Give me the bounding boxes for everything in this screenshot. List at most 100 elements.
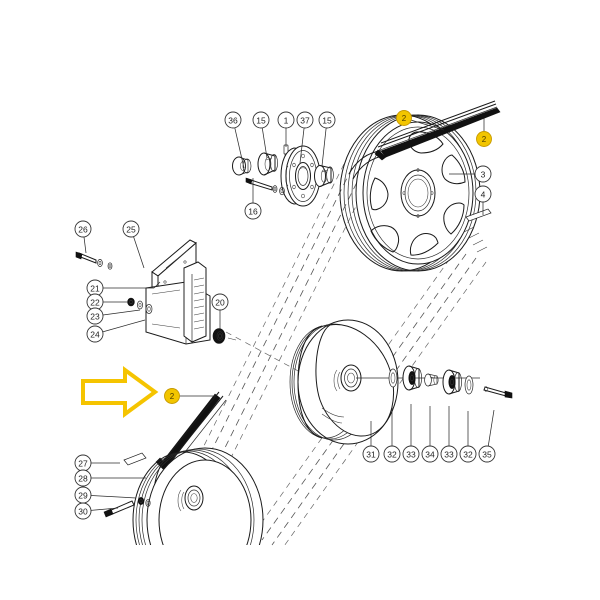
callout-label: 20 [215,297,225,307]
callout-4[interactable]: 4 [474,185,492,203]
callout-2-highlighted[interactable]: 2 [396,110,412,126]
callout-label: 26 [78,224,88,234]
part-washer-32-a [388,368,398,388]
callout-32[interactable]: 32 [383,445,401,463]
callout-label: 2 [482,135,487,144]
part-washer-32-b [464,375,474,395]
part-bearing-33-a [402,365,422,391]
part-bearing-33-b [442,369,462,395]
center-pulley-group [289,319,513,445]
callout-32[interactable]: 32 [459,445,477,463]
callout-22[interactable]: 22 [86,293,104,311]
callout-label: 23 [90,311,100,321]
callout-circle [476,131,492,147]
part-bolt-30 [103,500,135,518]
callout-16[interactable]: 16 [244,202,262,220]
callout-15[interactable]: 15 [318,111,336,129]
callout-27[interactable]: 27 [74,454,92,472]
callout-label: 16 [248,206,258,216]
lower-pulley-group [132,447,264,545]
leader-line-24 [102,319,146,333]
callout-label: 28 [78,473,88,483]
leader-line-36 [234,127,245,169]
callout-circle [122,220,140,238]
callout-30[interactable]: 30 [74,502,92,520]
callout-label: 31 [366,449,376,459]
hub-assembly-group [232,144,334,207]
callout-1[interactable]: 1 [277,111,295,129]
callout-29[interactable]: 29 [74,486,92,504]
leader-line-25 [133,236,145,269]
callout-circle [86,325,104,343]
leader-line-15 [261,127,268,159]
callout-33[interactable]: 33 [402,445,420,463]
callout-circle [459,445,477,463]
part-guide-ribs [183,261,207,343]
leader-line-30 [90,507,119,511]
callout-35[interactable]: 35 [478,445,496,463]
callout-label: 2 [170,392,175,401]
callout-31[interactable]: 31 [362,445,380,463]
callout-label: 4 [481,189,486,199]
callout-2-highlighted[interactable]: 2 [476,131,492,147]
callout-label: 30 [78,506,88,516]
callout-3[interactable]: 3 [474,165,492,183]
part-pivot-bushing-20 [212,328,237,344]
callout-circle [396,110,412,126]
callout-label: 15 [256,115,266,125]
highlight-arrow [81,366,159,418]
callout-34[interactable]: 34 [421,445,439,463]
callout-25[interactable]: 25 [122,220,140,238]
callout-33[interactable]: 33 [440,445,458,463]
part-shaft-bolt-35 [483,386,513,399]
callout-label: 36 [228,115,238,125]
leader-line-2 [411,119,445,131]
callout-2-highlighted[interactable]: 2 [164,388,180,404]
callout-label: 25 [126,224,136,234]
callout-20[interactable]: 20 [211,293,229,311]
callout-circle [74,502,92,520]
callout-circle [74,469,92,487]
callout-circle [421,445,439,463]
callout-label: 29 [78,490,88,500]
callout-circle [383,445,401,463]
callout-23[interactable]: 23 [86,307,104,325]
large-pulley-group [339,114,481,272]
belt-routing-dashed [179,163,487,550]
callout-circle [252,111,270,129]
callout-circle [244,202,262,220]
callout-label: 15 [322,115,332,125]
callout-26[interactable]: 26 [74,220,92,238]
callout-circle [211,293,229,311]
callout-label: 2 [402,114,407,123]
pulley-spoke-openings [369,131,466,256]
leader-line-37 [299,127,305,164]
leader-line-29 [90,495,137,499]
callout-circle [402,445,420,463]
callout-28[interactable]: 28 [74,469,92,487]
part-key-27 [123,452,147,466]
callout-circle [224,111,242,129]
part-spacer-34 [424,373,439,387]
callout-label: 27 [78,458,88,468]
callout-label: 32 [387,449,397,459]
callout-circle [74,220,92,238]
callout-circle [318,111,336,129]
callout-label: 37 [300,115,310,125]
callout-label: 22 [90,297,100,307]
callout-15[interactable]: 15 [252,111,270,129]
callout-circle [362,445,380,463]
callout-label: 1 [284,115,289,125]
drive-belt-upper [348,100,501,180]
callout-circle [474,185,492,203]
callout-36[interactable]: 36 [224,111,242,129]
callout-37[interactable]: 37 [296,111,314,129]
callout-label: 32 [463,449,473,459]
shading-hatch-right [463,226,488,253]
part-washer-29 [137,497,151,507]
callout-circle [474,165,492,183]
part-bolt-26 [75,251,113,270]
callout-24[interactable]: 24 [86,325,104,343]
